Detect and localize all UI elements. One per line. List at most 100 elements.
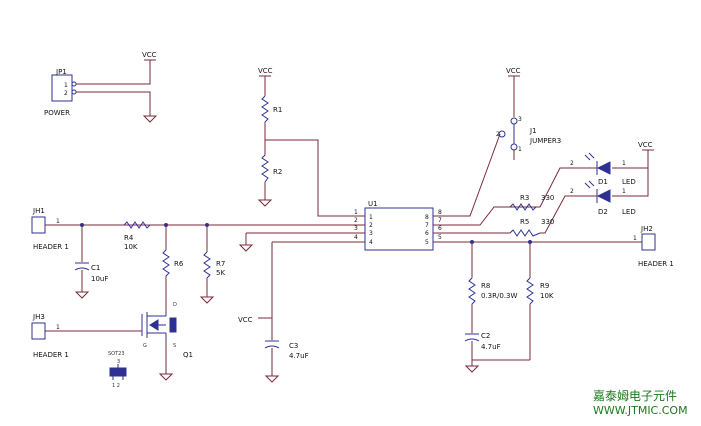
ground-symbol: [464, 365, 480, 373]
svg-text:1: 1: [354, 209, 358, 216]
ground-symbol: [199, 296, 215, 304]
ground-symbol: [74, 291, 90, 299]
svg-text:G: G: [143, 343, 147, 349]
svg-text:R4: R4: [124, 234, 134, 242]
svg-text:HEADER 1: HEADER 1: [33, 243, 69, 251]
svg-text:VCC: VCC: [506, 67, 521, 75]
vcc-symbol: VCC: [506, 67, 521, 77]
svg-text:4.7uF: 4.7uF: [481, 343, 501, 351]
vcc-symbol: VCC: [638, 141, 654, 151]
capacitor-c3: C3 4.7uF: [264, 340, 309, 360]
resistor-r9: R9 10K: [526, 277, 554, 305]
u1-label: U1: [368, 200, 378, 208]
svg-text:4: 4: [369, 239, 373, 246]
svg-text:LED: LED: [622, 178, 636, 186]
svg-text:HEADER 1: HEADER 1: [33, 351, 69, 359]
ground-symbol: [238, 244, 254, 252]
jp1-pin1: 1: [64, 82, 68, 89]
svg-text:R5: R5: [520, 218, 529, 226]
svg-text:SOT23: SOT23: [108, 351, 125, 357]
svg-text:R8: R8: [481, 282, 490, 290]
j1-value: JUMPER3: [529, 137, 561, 145]
vcc-symbol: VCC: [142, 51, 157, 61]
header-jh1: JH1 1 HEADER 1: [31, 207, 69, 251]
svg-text:C3: C3: [289, 342, 298, 350]
svg-text:2: 2: [354, 217, 358, 224]
svg-text:7: 7: [438, 217, 442, 224]
svg-text:0.3R/0.3W: 0.3R/0.3W: [481, 292, 517, 300]
watermark-url: WWW.JTMIC.COM: [593, 404, 688, 417]
led-d2: 2 1 D2 LED: [570, 180, 636, 216]
svg-text:8: 8: [425, 214, 429, 221]
svg-text:JH2: JH2: [640, 225, 653, 233]
svg-text:6: 6: [438, 225, 442, 232]
svg-text:1: 1: [369, 214, 373, 221]
svg-text:5: 5: [438, 234, 442, 241]
svg-text:330: 330: [541, 194, 554, 202]
ground-symbol: [142, 115, 158, 123]
watermark: 嘉泰姆电子元件 WWW.JTMIC.COM: [593, 389, 688, 417]
svg-text:D2: D2: [598, 208, 608, 216]
resistor-r3: R3 330: [509, 194, 554, 211]
resistor-r2: R2: [261, 154, 282, 183]
vcc-symbol: VCC: [238, 316, 253, 324]
svg-text:4.7uF: 4.7uF: [289, 352, 309, 360]
svg-text:3: 3: [117, 359, 120, 365]
ground-symbol: [158, 373, 174, 381]
svg-text:C1: C1: [91, 264, 100, 272]
svg-text:R2: R2: [273, 168, 282, 176]
sot23-package-icon: SOT23 3 1 2: [108, 351, 127, 389]
jp1-label: JP1: [55, 68, 67, 76]
svg-text:JH1: JH1: [32, 207, 45, 215]
svg-text:6: 6: [425, 230, 429, 237]
svg-text:HEADER 1: HEADER 1: [638, 260, 674, 268]
svg-text:R9: R9: [540, 282, 549, 290]
header-jh3: JH3 1 HEADER 1: [31, 313, 69, 359]
svg-text:R3: R3: [520, 194, 529, 202]
svg-text:1: 1: [622, 160, 626, 167]
ground-symbol: [264, 375, 280, 383]
jp1-connector: JP1 1 2 POWER: [44, 60, 151, 117]
ground-symbol: [257, 199, 273, 207]
svg-text:R6: R6: [174, 260, 184, 268]
svg-text:VCC: VCC: [142, 51, 157, 59]
resistor-r7: R7 5K: [203, 251, 225, 279]
svg-text:JH3: JH3: [32, 313, 45, 321]
svg-text:1: 1: [622, 188, 626, 195]
svg-text:10K: 10K: [540, 292, 554, 300]
j1-label: J1: [529, 127, 537, 135]
jumper-j1: 3 2 1 J1 JUMPER3: [496, 116, 561, 153]
svg-text:5: 5: [425, 239, 429, 246]
svg-text:D: D: [173, 302, 177, 308]
capacitor-c1: C1 10uF: [74, 262, 108, 283]
capacitor-c2: C2 4.7uF: [464, 332, 501, 351]
svg-text:7: 7: [425, 222, 429, 229]
header-jh2: JH2 1 HEADER 1: [632, 225, 674, 268]
svg-text:C2: C2: [481, 332, 490, 340]
svg-text:VCC: VCC: [258, 67, 273, 75]
power-label: POWER: [44, 109, 70, 117]
svg-text:S: S: [173, 343, 176, 349]
svg-text:330: 330: [541, 218, 554, 226]
watermark-name: 嘉泰姆电子元件: [593, 389, 677, 403]
vcc-symbol: VCC: [258, 67, 273, 77]
svg-text:10uF: 10uF: [91, 275, 108, 283]
svg-text:3: 3: [518, 116, 522, 123]
svg-text:3: 3: [354, 225, 358, 232]
svg-text:2: 2: [570, 188, 574, 195]
svg-text:1 2: 1 2: [112, 383, 120, 389]
q1-label: Q1: [183, 351, 193, 359]
svg-text:1: 1: [56, 218, 60, 225]
svg-text:4: 4: [354, 234, 358, 241]
svg-text:5K: 5K: [216, 269, 225, 277]
svg-text:D1: D1: [598, 178, 608, 186]
resistor-r8: R8 0.3R/0.3W: [468, 277, 517, 305]
led-d1: 2 1 D1 LED: [570, 152, 636, 186]
svg-text:1: 1: [518, 146, 522, 153]
svg-text:LED: LED: [622, 208, 636, 216]
svg-text:2: 2: [496, 131, 500, 138]
svg-text:R1: R1: [273, 106, 282, 114]
resistor-r1: R1: [261, 95, 282, 123]
ic-u1: U1 1 2 3 4 8 7 6 5 1 2 3 4 8 7 6 5: [354, 200, 442, 251]
